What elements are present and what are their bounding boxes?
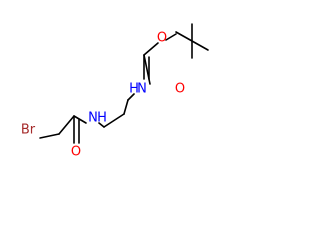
atom-h-n-right: H: [129, 82, 139, 97]
bond-ester-o-tbu: [165, 33, 177, 41]
bond-ch2-n-left-a: [103, 113, 125, 128]
bond-carbamate-c-n: [143, 54, 151, 85]
atom-n-right: N: [137, 82, 147, 97]
bond-tbu-center-left: [175, 31, 193, 42]
bond-ch2-n-left-b: [98, 122, 105, 128]
background: [0, 0, 232, 175]
bond-n-left-amide-c: [73, 115, 87, 124]
atom-n-left: N: [88, 111, 98, 126]
bond-ch2-ch2: [123, 99, 129, 115]
bond-amide-c-ch2: [58, 115, 75, 135]
atom-labels: Br N H O N H O O: [21, 31, 185, 160]
atom-o-carbonyl: O: [175, 82, 185, 97]
molecule-svg: Br N H O N H O O: [0, 0, 232, 175]
atom-o-ester: O: [157, 31, 167, 46]
structure-diagram: Br N H O N H O O: [0, 0, 232, 175]
bond-ch2-br: [39, 133, 60, 139]
atom-o-amide: O: [71, 145, 81, 160]
bond-ester-o-carbonyl-c: [143, 42, 159, 56]
bonds: [39, 23, 209, 144]
bond-tbu-center-right: [191, 40, 209, 51]
bond-n-right-ch2: [127, 93, 135, 101]
atom-br: Br: [21, 123, 36, 138]
atom-h-n-left: H: [97, 111, 107, 126]
